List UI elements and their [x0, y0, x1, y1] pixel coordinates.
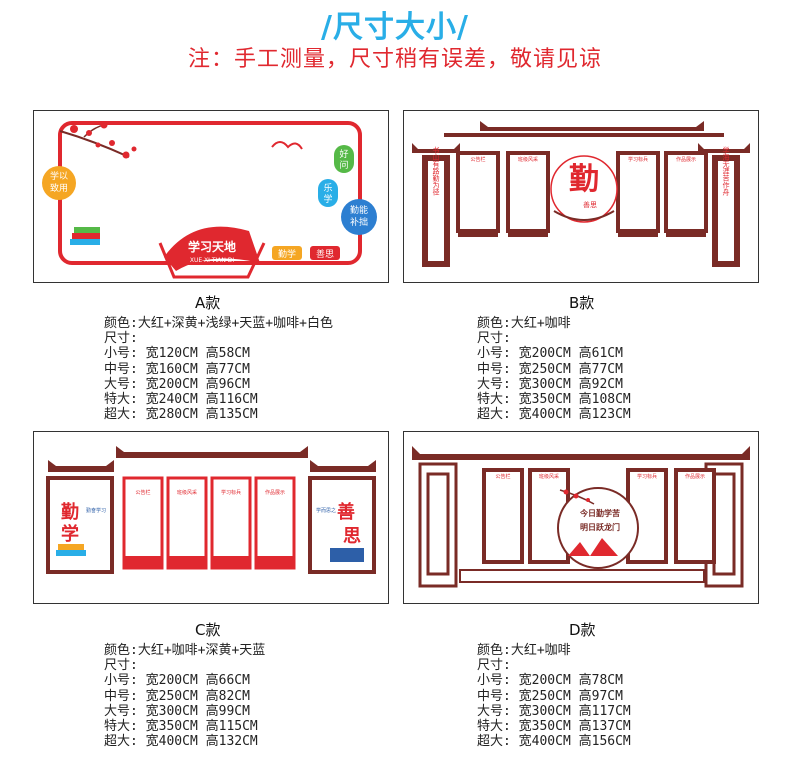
panel-d-size-s: 小号: 宽200CM 高78CM [477, 673, 623, 689]
svg-text:乐: 乐 [323, 182, 332, 194]
svg-text:勤能: 勤能 [350, 204, 368, 216]
panel-d-size-label: 尺寸: [477, 658, 511, 674]
svg-text:勤奋学习: 勤奋学习 [86, 507, 106, 514]
panel-d-size-xl: 特大: 宽350CM 高137CM [477, 719, 631, 735]
panel-a-size-label: 尺寸: [104, 331, 138, 347]
panel-a-label: A款 [195, 294, 221, 312]
svg-text:书山有路勤为径: 书山有路勤为径 [432, 146, 440, 196]
page-title: /尺寸大小/ [321, 10, 469, 45]
svg-text:今日勤学苦: 今日勤学苦 [579, 508, 620, 518]
panel-b-specs: 颜色:大红+咖啡 尺寸: 小号: 宽200CM 高61CM 中号: 宽250CM… [477, 316, 631, 422]
svg-text:学: 学 [323, 193, 332, 205]
panel-b-size-xxl: 超大: 宽400CM 高123CM [477, 407, 631, 423]
svg-text:善思: 善思 [583, 200, 597, 209]
panel-d-size-xxl: 超大: 宽400CM 高156CM [477, 734, 631, 750]
panel-c-size-xl: 特大: 宽350CM 高115CM [104, 719, 258, 735]
panel-c-size-l: 大号: 宽300CM 高99CM [104, 703, 250, 719]
panel-a-image: 学以 致用 好 问 乐 学 勤能 补拙 学习天地 XUE XI TIAN DI … [33, 110, 389, 283]
svg-text:勤: 勤 [569, 162, 599, 197]
panel-c-color: 颜色:大红+咖啡+深黄+天蓝 [104, 643, 266, 658]
svg-text:问: 问 [339, 159, 348, 171]
panel-b-label: B款 [569, 294, 595, 312]
panel-a-size-xxl: 超大: 宽280CM 高135CM [104, 407, 258, 423]
svg-text:学而思之: 学而思之 [316, 507, 336, 514]
svg-text:学习标兵: 学习标兵 [628, 156, 648, 163]
panel-a-artwork: 学以 致用 好 问 乐 学 勤能 补拙 学习天地 XUE XI TIAN DI … [42, 121, 377, 279]
panel-c-specs: 颜色:大红+咖啡+深黄+天蓝 尺寸: 小号: 宽200CM 高66CM 中号: … [104, 643, 265, 749]
svg-text:班级风采: 班级风采 [518, 156, 538, 163]
badge-left-line2: 致用 [50, 182, 68, 194]
panel-a-specs: 颜色:大红+深黄+浅绿+天蓝+咖啡+白色 尺寸: 小号: 宽120CM 高58C… [104, 316, 333, 422]
svg-text:作品展示: 作品展示 [265, 489, 285, 496]
page-subtitle: 注：手工测量，尺寸稍有误差，敬请见谅 [187, 47, 602, 72]
panel-d-color: 颜色:大红+咖啡 [477, 643, 571, 658]
panel-a-size-xl: 特大: 宽240CM 高116CM [104, 392, 258, 408]
panel-b-size-s: 小号: 宽200CM 高61CM [477, 346, 623, 362]
svg-text:XUE XI TIAN DI: XUE XI TIAN DI [190, 257, 235, 264]
svg-text:学习天地: 学习天地 [188, 239, 236, 254]
panel-d-size-l: 大号: 宽300CM 高117CM [477, 703, 631, 719]
svg-text:公告栏: 公告栏 [495, 473, 510, 480]
panel-c-size-xxl: 超大: 宽400CM 高132CM [104, 734, 258, 750]
badge-left-line1: 学以 [50, 170, 68, 182]
svg-text:学海无涯苦作舟: 学海无涯苦作舟 [722, 146, 730, 197]
panel-a-color: 颜色:大红+深黄+浅绿+天蓝+咖啡+白色 [104, 316, 333, 331]
panel-c-size-label: 尺寸: [104, 658, 138, 674]
svg-text:公告栏: 公告栏 [470, 156, 485, 163]
panel-d-size-m: 中号: 宽250CM 高97CM [477, 688, 623, 704]
svg-text:勤学: 勤学 [278, 248, 296, 260]
panel-d-specs: 颜色:大红+咖啡 尺寸: 小号: 宽200CM 高78CM 中号: 宽250CM… [477, 643, 631, 749]
panel-b-size-xl: 特大: 宽350CM 高108CM [477, 392, 631, 408]
svg-text:好: 好 [339, 148, 348, 160]
svg-text:作品展示: 作品展示 [685, 473, 705, 480]
svg-text:作品展示: 作品展示 [676, 156, 696, 163]
svg-text:学: 学 [61, 523, 79, 545]
panel-a-size-s: 小号: 宽120CM 高58CM [104, 346, 250, 362]
panel-a-size-l: 大号: 宽200CM 高96CM [104, 376, 250, 392]
panel-d-artwork: 公告栏 班级风采 学习标兵 作品展示 今日勤学苦 明日跃龙门 [412, 446, 750, 588]
panel-c-label: C款 [195, 621, 221, 639]
svg-text:善: 善 [337, 501, 355, 523]
svg-text:班级风采: 班级风采 [177, 489, 197, 496]
panel-a-size-m: 中号: 宽160CM 高77CM [104, 361, 250, 377]
svg-text:思: 思 [343, 526, 361, 547]
panel-b-artwork: 书山有路勤为径 学海无涯苦作舟 公告栏 班级风采 学习标兵 作品展示 勤 善思 [412, 121, 750, 267]
panel-c-artwork: 勤 学 勤奋学习 善 思 学而思之 公告栏 班级风采 学习标兵 作品展示 [46, 446, 376, 574]
svg-text:善思: 善思 [316, 248, 334, 260]
panel-b-size-l: 大号: 宽300CM 高92CM [477, 376, 623, 392]
panel-b-image: 书山有路勤为径 学海无涯苦作舟 公告栏 班级风采 学习标兵 作品展示 勤 善思 [403, 110, 759, 283]
svg-text:学习标兵: 学习标兵 [221, 489, 241, 496]
panel-c-size-m: 中号: 宽250CM 高82CM [104, 688, 250, 704]
svg-text:勤: 勤 [61, 501, 79, 523]
svg-text:补拙: 补拙 [350, 216, 368, 228]
svg-text:公告栏: 公告栏 [135, 489, 150, 496]
panel-b-size-label: 尺寸: [477, 331, 511, 347]
panel-c-size-s: 小号: 宽200CM 高66CM [104, 673, 250, 689]
panel-d-image: 公告栏 班级风采 学习标兵 作品展示 今日勤学苦 明日跃龙门 [403, 431, 759, 604]
panel-b-color: 颜色:大红+咖啡 [477, 316, 571, 331]
panel-c-image: 勤 学 勤奋学习 善 思 学而思之 公告栏 班级风采 学习标兵 作品展示 [33, 431, 389, 604]
panel-d-label: D款 [569, 621, 596, 639]
svg-text:班级风采: 班级风采 [539, 473, 559, 480]
svg-text:学习标兵: 学习标兵 [637, 473, 657, 480]
svg-text:明日跃龙门: 明日跃龙门 [580, 522, 620, 532]
panel-b-size-m: 中号: 宽250CM 高77CM [477, 361, 623, 377]
